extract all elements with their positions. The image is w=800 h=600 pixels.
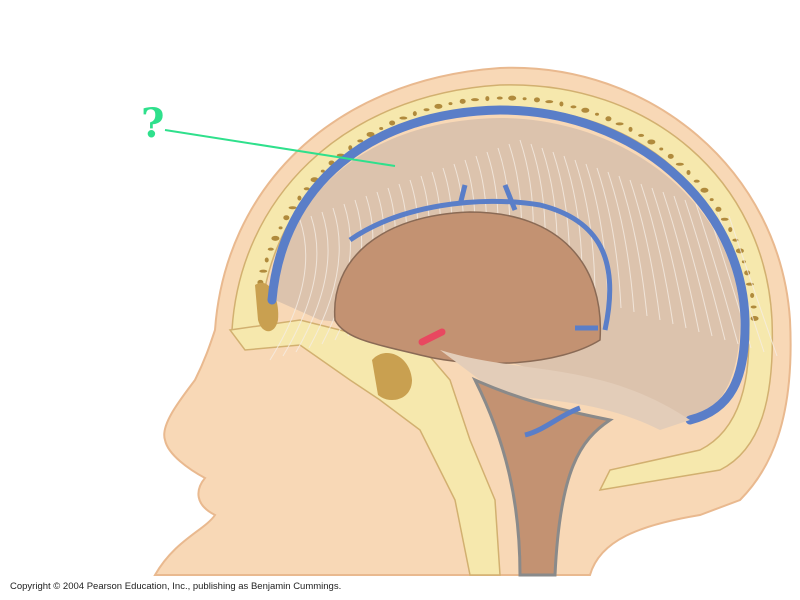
bone-pore bbox=[594, 112, 599, 116]
falx-streak bbox=[695, 203, 739, 345]
bone-pore bbox=[320, 169, 325, 173]
falx-streak bbox=[662, 191, 700, 333]
bone-pore bbox=[559, 101, 564, 107]
bone-pore bbox=[389, 120, 396, 126]
falx-streak bbox=[618, 175, 648, 317]
bone-pore bbox=[470, 98, 479, 102]
bone-pore bbox=[615, 122, 624, 126]
inferior-sagittal-sinus bbox=[348, 198, 613, 331]
bone-pores bbox=[256, 95, 759, 321]
bone-pore bbox=[259, 269, 268, 273]
copyright-text: Copyright © 2004 Pearson Education, Inc.… bbox=[10, 581, 342, 592]
bone-pore bbox=[508, 95, 517, 101]
bone-pore bbox=[297, 195, 302, 201]
bone-pore bbox=[303, 187, 310, 191]
bone-pore bbox=[288, 206, 297, 210]
bone-pore bbox=[485, 96, 490, 102]
bone-pore bbox=[693, 179, 700, 183]
falx-streak bbox=[684, 199, 726, 341]
artery bbox=[418, 328, 446, 346]
bone-pore bbox=[496, 96, 503, 100]
falx-streak bbox=[308, 207, 340, 349]
bone-pore bbox=[735, 248, 744, 254]
bone-pore bbox=[628, 126, 633, 132]
bone-pore bbox=[412, 111, 417, 117]
bone-pore bbox=[750, 305, 757, 309]
falx-streak bbox=[295, 211, 329, 353]
bone-pore bbox=[700, 187, 709, 193]
bone-pore bbox=[605, 116, 612, 122]
bone-pore bbox=[659, 147, 664, 151]
bone-pore bbox=[283, 215, 290, 221]
falx-streak bbox=[282, 215, 318, 357]
bone-pore bbox=[267, 247, 274, 251]
bone-pore bbox=[278, 226, 283, 230]
bone-pore bbox=[271, 235, 280, 241]
bone-pore bbox=[667, 153, 674, 159]
lateral-ventricle bbox=[333, 211, 602, 365]
bone-pore bbox=[750, 315, 759, 321]
falx-streak bbox=[596, 167, 622, 309]
bone-pore bbox=[448, 102, 453, 106]
label-pointer-line bbox=[164, 129, 396, 167]
bone-pore bbox=[570, 105, 577, 109]
bone-pore bbox=[379, 126, 384, 130]
bone-pore bbox=[686, 170, 691, 176]
bone-pore bbox=[533, 97, 540, 103]
bone-pore bbox=[709, 198, 714, 202]
bone-pore bbox=[581, 107, 590, 113]
falx-streak bbox=[629, 179, 661, 321]
bone-pore bbox=[348, 145, 353, 151]
falx-streak bbox=[640, 183, 674, 325]
bone-pore bbox=[720, 217, 729, 221]
bone-pore bbox=[638, 133, 645, 137]
tentorium bbox=[440, 350, 690, 430]
bone-pore bbox=[750, 293, 755, 299]
bone-pore bbox=[715, 206, 722, 212]
bone-pore bbox=[357, 139, 364, 143]
bone-pore bbox=[399, 116, 408, 120]
superior-sagittal-sinus bbox=[267, 105, 750, 425]
question-label: ? bbox=[141, 100, 165, 147]
bone-pore bbox=[522, 97, 527, 101]
bone-pore bbox=[264, 257, 269, 263]
falx-streak bbox=[651, 187, 687, 329]
bone-pore bbox=[459, 98, 466, 104]
brainstem-canal bbox=[471, 376, 614, 577]
bone-pore bbox=[423, 108, 430, 112]
bone-pore bbox=[434, 103, 443, 109]
falx-streak bbox=[673, 195, 713, 337]
falx-streak bbox=[728, 215, 778, 357]
bone-pore bbox=[545, 100, 554, 104]
bone-pore bbox=[675, 162, 684, 166]
falx-streak bbox=[574, 159, 596, 301]
vein bbox=[457, 184, 598, 438]
bone-pore bbox=[647, 139, 656, 145]
bone-pore bbox=[728, 227, 733, 233]
sphenoid-sinus bbox=[372, 352, 412, 400]
falx-streak bbox=[269, 219, 307, 361]
falx-streak bbox=[607, 171, 635, 313]
bone-pore bbox=[366, 131, 375, 137]
